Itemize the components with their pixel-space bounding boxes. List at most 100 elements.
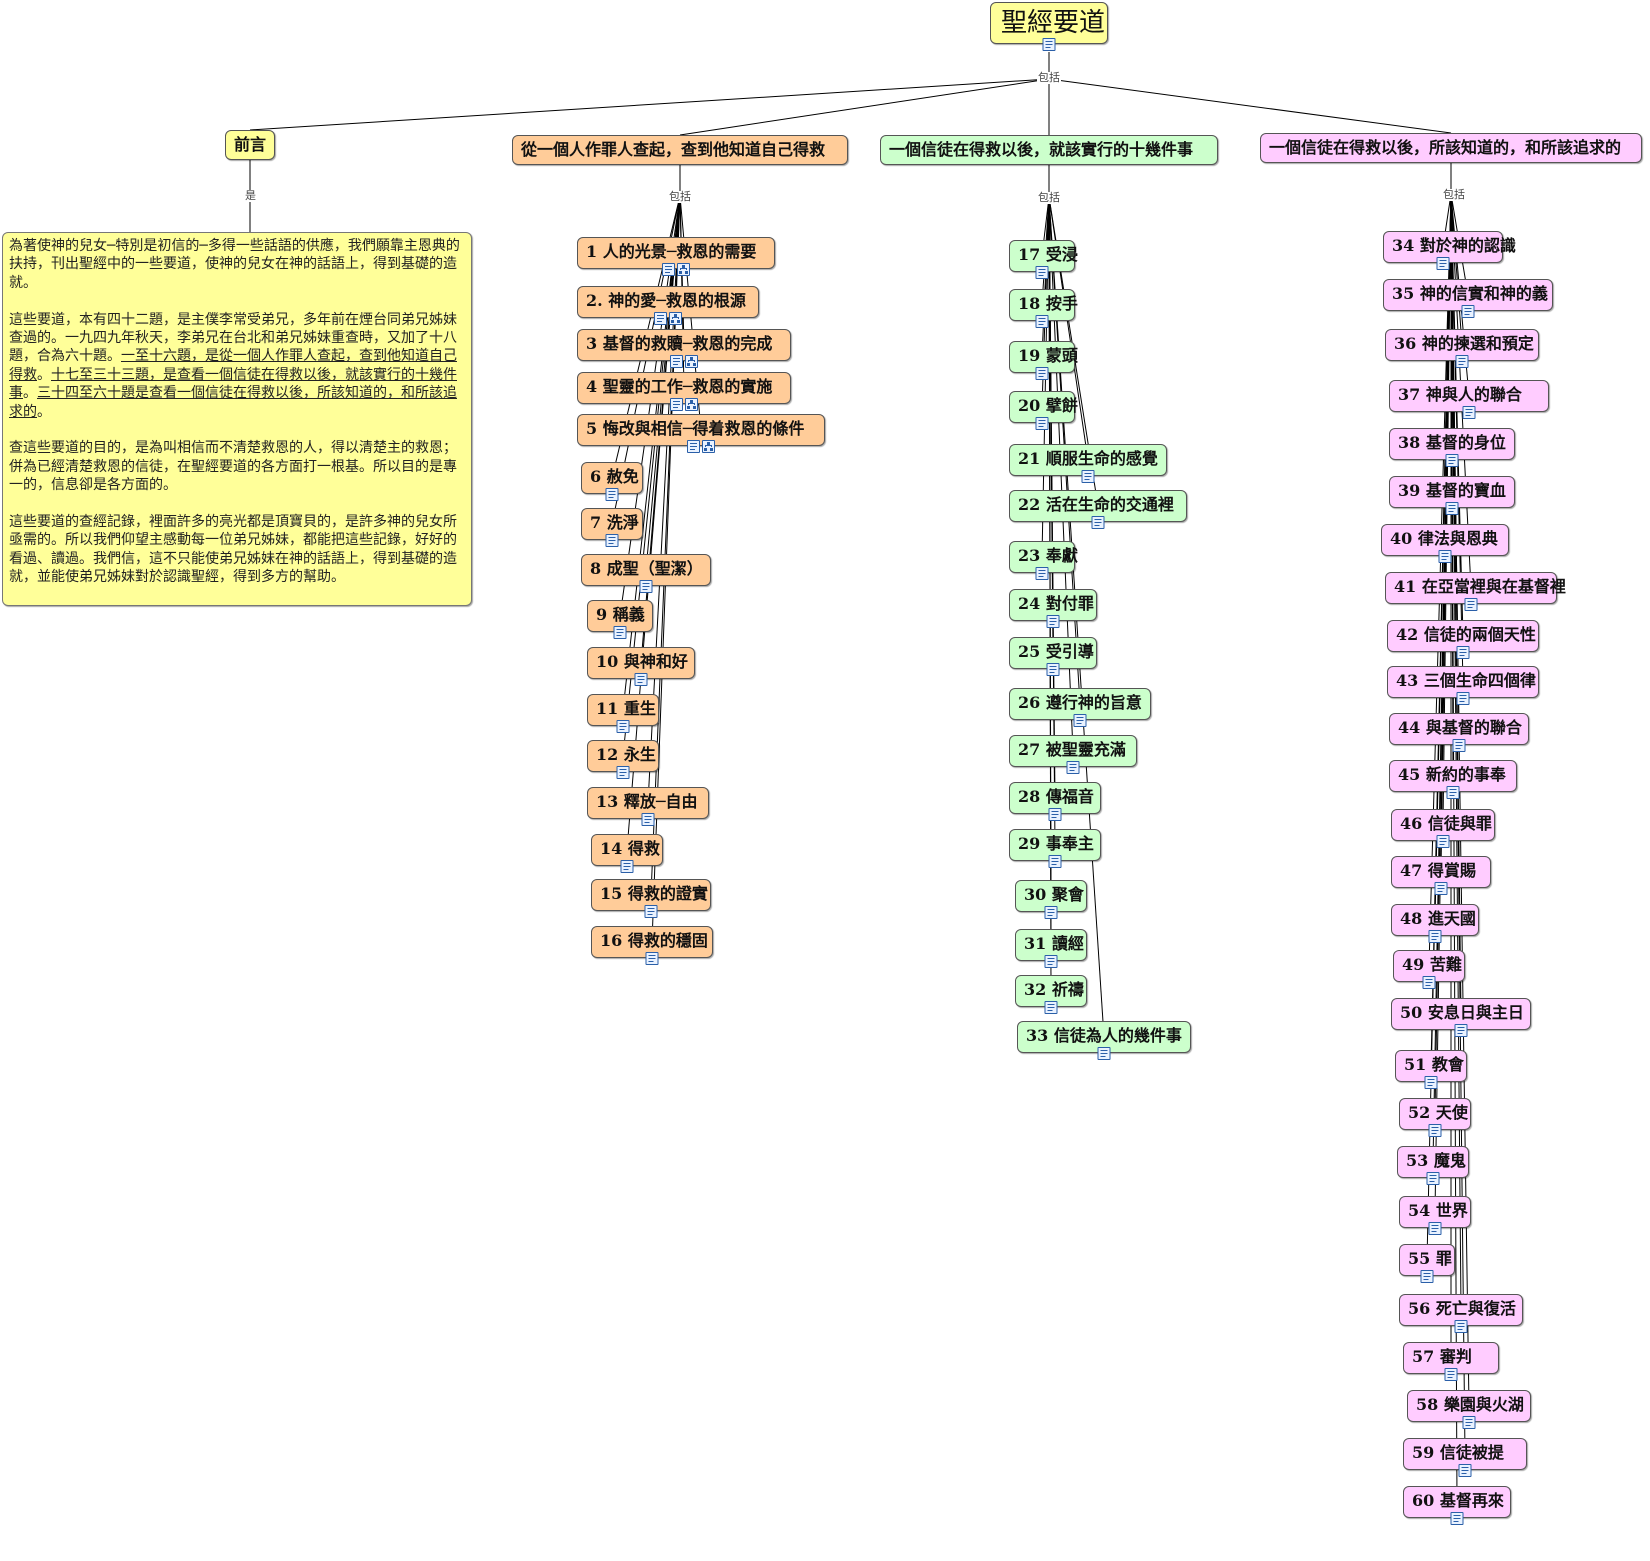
submap-icon[interactable] <box>669 312 682 325</box>
salvation-topic-node[interactable]: 14 得救 <box>591 834 663 873</box>
knowledge-topic-node[interactable]: 44 與基督的聯合 <box>1389 713 1529 752</box>
practice-topic-node[interactable]: 19 蒙頭 <box>1009 341 1078 380</box>
document-icon[interactable] <box>1462 406 1476 419</box>
knowledge-topic-node[interactable]: 59 信徒被提 <box>1403 1438 1527 1477</box>
document-icon[interactable] <box>616 766 630 779</box>
document-icon[interactable] <box>1455 355 1469 368</box>
document-icon[interactable] <box>1420 1270 1434 1283</box>
document-icon[interactable] <box>605 488 619 501</box>
practice-topic-node[interactable]: 25 受引導 <box>1009 637 1097 676</box>
knowledge-topic-node[interactable]: 46 信徒與罪 <box>1391 809 1495 848</box>
knowledge-topic-node[interactable]: 38 基督的身位 <box>1389 428 1515 467</box>
knowledge-topic-node[interactable]: 58 樂園與火湖 <box>1407 1390 1531 1429</box>
salvation-topic-node[interactable]: 8 成聖（聖潔） <box>581 554 711 593</box>
salvation-topic-node[interactable]: 13 釋放─自由 <box>587 787 709 826</box>
submap-icon[interactable] <box>702 440 715 453</box>
document-icon[interactable] <box>1445 454 1459 467</box>
document-icon[interactable] <box>1428 1124 1442 1137</box>
document-icon[interactable] <box>1046 615 1060 628</box>
document-icon[interactable] <box>1446 786 1460 799</box>
submap-icon[interactable] <box>685 398 698 411</box>
document-icon[interactable] <box>1073 714 1087 727</box>
salvation-topic-node[interactable]: 4 聖靈的工作─救恩的實施 <box>577 372 791 411</box>
document-icon[interactable] <box>644 905 658 918</box>
document-icon[interactable] <box>670 355 683 368</box>
document-icon[interactable] <box>1035 417 1049 430</box>
document-icon[interactable] <box>1436 257 1450 270</box>
salvation-topic-node[interactable]: 15 得救的證實 <box>591 879 711 918</box>
document-icon[interactable] <box>1035 315 1049 328</box>
practice-topic-node[interactable]: 28 傳福音 <box>1009 782 1101 821</box>
document-icon[interactable] <box>670 398 683 411</box>
practice-topic-node[interactable]: 29 事奉主 <box>1009 829 1101 868</box>
document-icon[interactable] <box>1454 1024 1468 1037</box>
document-icon[interactable] <box>1422 976 1436 989</box>
document-icon[interactable] <box>1097 1047 1111 1060</box>
salvation-topic-node[interactable]: 9 稱義 <box>587 600 653 639</box>
practice-topic-node[interactable]: 20 擘餅 <box>1009 391 1078 430</box>
document-icon[interactable] <box>1081 470 1095 483</box>
branch-salvation[interactable]: 從一個人作罪人查起，查到他知道自己得救 <box>512 135 848 165</box>
document-icon[interactable] <box>1042 38 1056 51</box>
salvation-topic-node[interactable]: 11 重生 <box>587 694 659 733</box>
document-icon[interactable] <box>613 626 627 639</box>
document-icon[interactable] <box>1048 855 1062 868</box>
practice-topic-node[interactable]: 17 受浸 <box>1009 240 1078 279</box>
knowledge-topic-node[interactable]: 53 魔鬼 <box>1397 1146 1469 1185</box>
document-icon[interactable] <box>654 312 667 325</box>
document-icon[interactable] <box>1044 1001 1058 1014</box>
practice-topic-node[interactable]: 24 對付罪 <box>1009 589 1097 628</box>
document-icon[interactable] <box>1035 266 1049 279</box>
knowledge-topic-node[interactable]: 57 審判 <box>1403 1342 1499 1381</box>
document-icon[interactable] <box>687 440 700 453</box>
salvation-topic-node[interactable]: 16 得救的穩固 <box>591 926 713 965</box>
knowledge-topic-node[interactable]: 56 死亡與復活 <box>1399 1294 1523 1333</box>
branch-practice[interactable]: 一個信徒在得救以後，就該實行的十幾件事 <box>880 135 1218 165</box>
submap-icon[interactable] <box>685 355 698 368</box>
salvation-topic-node[interactable]: 1 人的光景─救恩的需要 <box>577 237 775 276</box>
practice-topic-node[interactable]: 22 活在生命的交通裡 <box>1009 490 1187 529</box>
document-icon[interactable] <box>1091 516 1105 529</box>
knowledge-topic-node[interactable]: 36 神的揀選和預定 <box>1385 329 1539 368</box>
document-icon[interactable] <box>1438 550 1452 563</box>
branch-preface[interactable]: 前言 <box>225 130 275 160</box>
document-icon[interactable] <box>1046 663 1060 676</box>
salvation-topic-node[interactable]: 12 永生 <box>587 740 659 779</box>
salvation-topic-node[interactable]: 6 赦免 <box>581 462 643 501</box>
practice-topic-node[interactable]: 27 被聖靈充滿 <box>1009 735 1137 774</box>
practice-topic-node[interactable]: 23 奉獻 <box>1009 541 1078 580</box>
knowledge-topic-node[interactable]: 39 基督的寶血 <box>1389 476 1515 515</box>
root-node[interactable]: 聖經要道 <box>990 2 1108 51</box>
knowledge-topic-node[interactable]: 41 在亞當裡與在基督裡 <box>1385 572 1566 611</box>
document-icon[interactable] <box>1450 1512 1464 1525</box>
knowledge-topic-node[interactable]: 37 神與人的聯合 <box>1389 380 1549 419</box>
document-icon[interactable] <box>1044 955 1058 968</box>
document-icon[interactable] <box>1452 739 1466 752</box>
practice-topic-node[interactable]: 26 遵行神的旨意 <box>1009 688 1151 727</box>
branch-knowledge[interactable]: 一個信徒在得救以後，所該知道的，和所該追求的 <box>1260 133 1642 163</box>
document-icon[interactable] <box>620 860 634 873</box>
knowledge-topic-node[interactable]: 55 罪 <box>1399 1244 1455 1283</box>
submap-icon[interactable] <box>677 263 690 276</box>
knowledge-topic-node[interactable]: 43 三個生命四個律 <box>1387 666 1539 705</box>
preface-text-box[interactable]: 為著使神的兒女─特別是初信的─多得一些話語的供應，我們願靠主恩典的扶持，刊出聖經… <box>2 232 472 606</box>
salvation-topic-node[interactable]: 7 洗淨 <box>581 508 643 547</box>
document-icon[interactable] <box>1436 835 1450 848</box>
salvation-topic-node[interactable]: 3 基督的救贖─救恩的完成 <box>577 329 791 368</box>
document-icon[interactable] <box>1462 1416 1476 1429</box>
practice-topic-node[interactable]: 21 順服生命的感覺 <box>1009 444 1167 483</box>
knowledge-topic-node[interactable]: 50 安息日與主日 <box>1391 998 1531 1037</box>
document-icon[interactable] <box>1434 882 1448 895</box>
document-icon[interactable] <box>1426 1172 1440 1185</box>
knowledge-topic-node[interactable]: 34 對於神的認識 <box>1383 231 1516 270</box>
document-icon[interactable] <box>605 534 619 547</box>
knowledge-topic-node[interactable]: 54 世界 <box>1399 1196 1471 1235</box>
document-icon[interactable] <box>1428 1222 1442 1235</box>
knowledge-topic-node[interactable]: 47 得賞賜 <box>1391 856 1491 895</box>
document-icon[interactable] <box>1428 930 1442 943</box>
document-icon[interactable] <box>1461 305 1475 318</box>
document-icon[interactable] <box>1456 692 1470 705</box>
salvation-topic-node[interactable]: 10 與神和好 <box>587 647 695 686</box>
knowledge-topic-node[interactable]: 35 神的信實和神的義 <box>1383 279 1553 318</box>
knowledge-topic-node[interactable]: 49 苦難 <box>1393 950 1465 989</box>
